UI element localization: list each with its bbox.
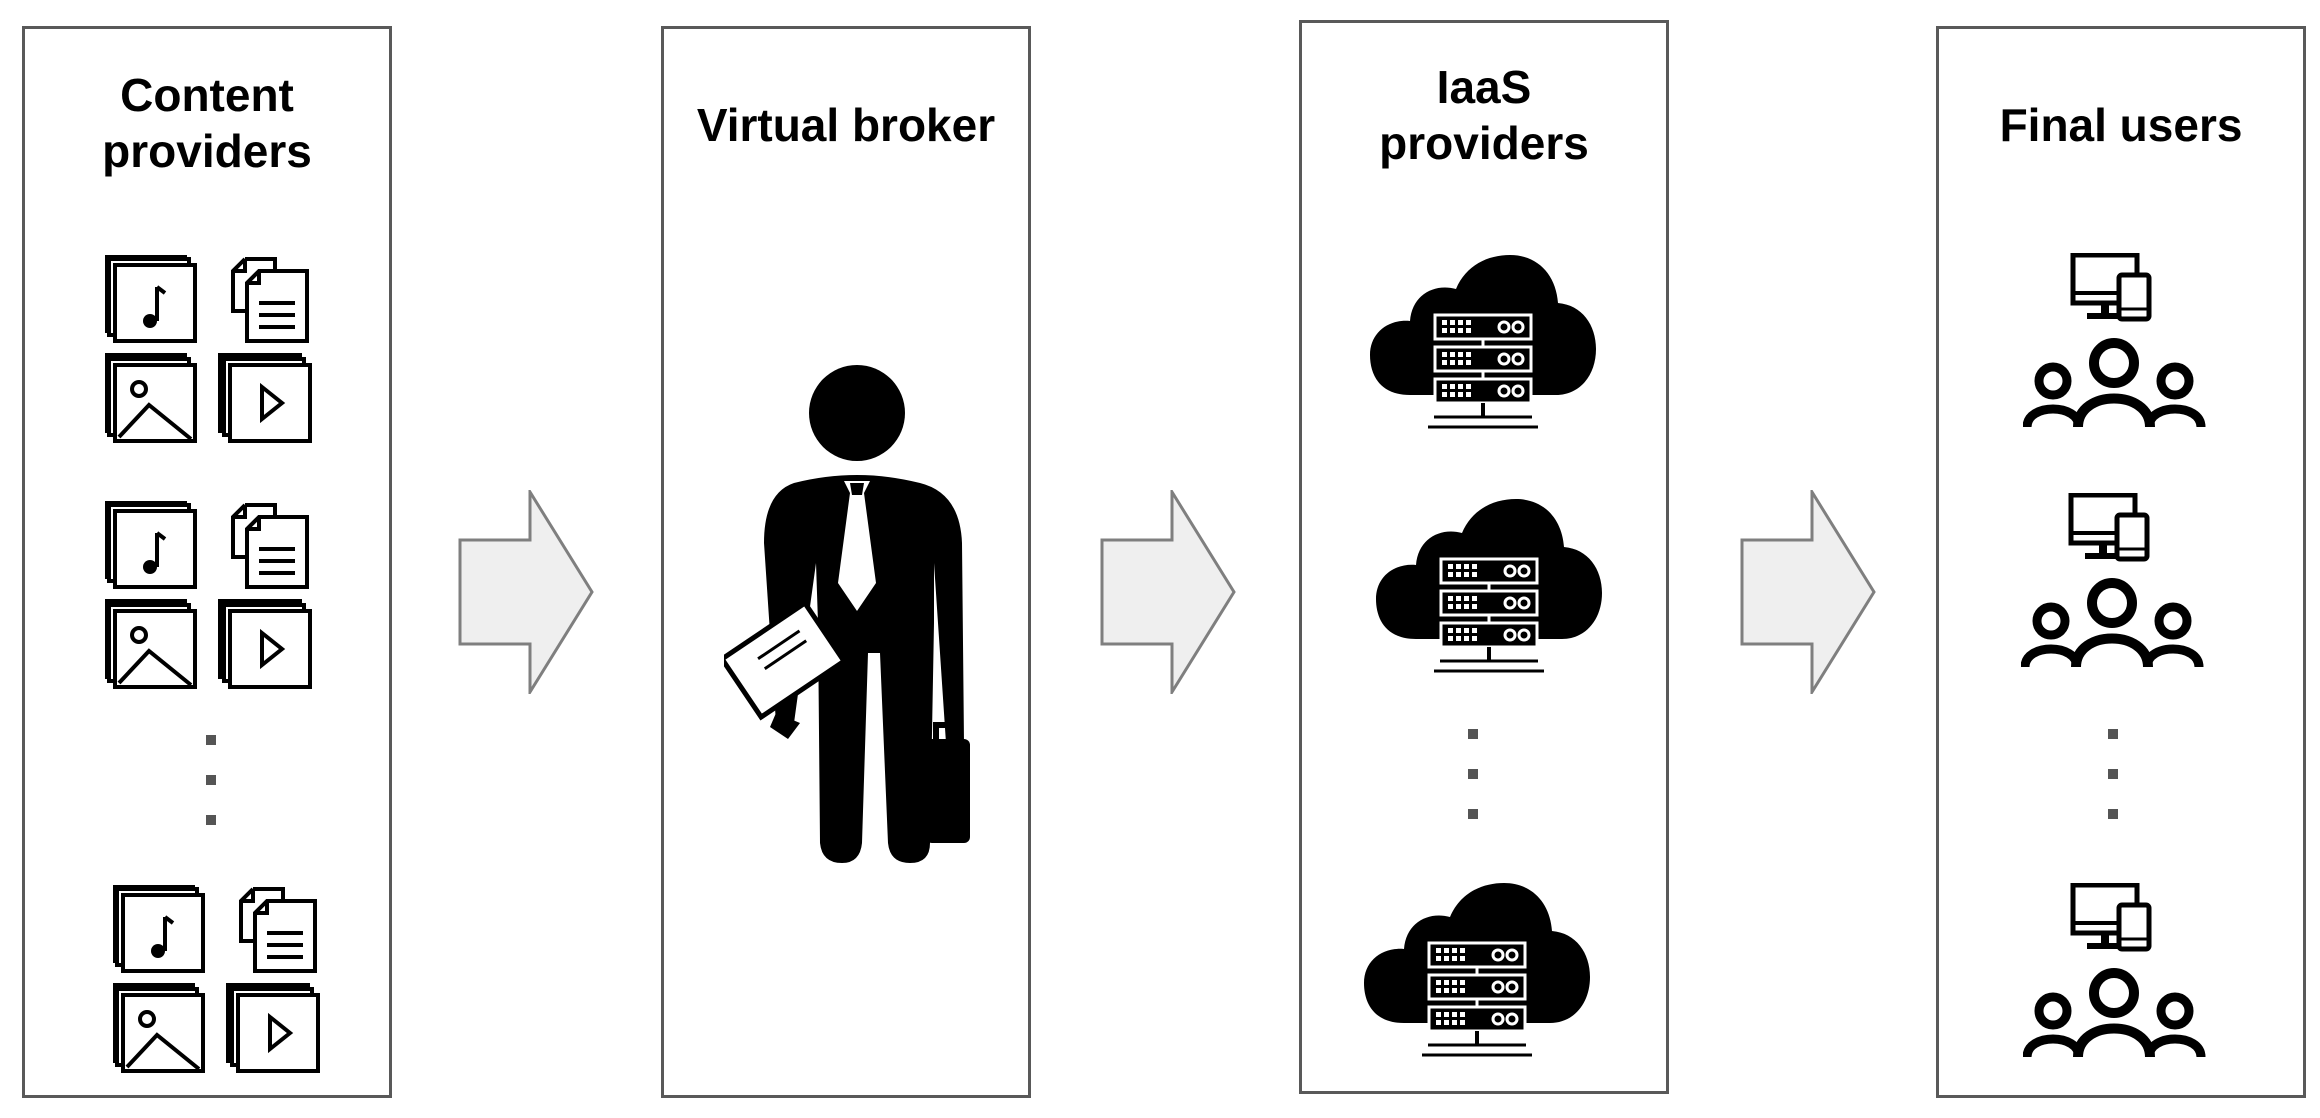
panel-final-users: Final users: [1936, 26, 2306, 1098]
cloud-server-icon: [1376, 499, 1602, 673]
businessman-icon: [724, 365, 970, 863]
title-line-content: Content: [120, 69, 294, 121]
user-group-devices-icon: [2021, 493, 2205, 675]
arrow-right-icon: [1740, 490, 1876, 694]
panel-title-content-providers: Content providers: [25, 67, 389, 179]
arrow-right-icon: [458, 490, 594, 694]
panel-virtual-broker: Virtual broker: [661, 26, 1031, 1098]
title-line-iaas: IaaS: [1436, 61, 1532, 113]
file-group-icon: [105, 255, 325, 455]
panel-title-iaas-providers: IaaS providers: [1302, 59, 1666, 171]
ellipsis-dots: [1468, 729, 1478, 849]
ellipsis-dots: [206, 735, 216, 855]
file-group-icon: [105, 501, 325, 701]
panel-title-final-users: Final users: [1999, 99, 2243, 151]
panel-title-virtual-broker: Virtual broker: [696, 99, 996, 151]
user-group-devices-icon: [2023, 883, 2207, 1065]
cloud-server-icon: [1370, 255, 1596, 429]
user-group-devices-icon: [2023, 253, 2207, 435]
panel-iaas-providers: IaaS providers: [1299, 20, 1669, 1094]
title-line-providers: providers: [102, 125, 312, 177]
arrow-right-icon: [1100, 490, 1236, 694]
title-line-providers: providers: [1379, 117, 1589, 169]
file-group-icon: [113, 885, 333, 1085]
ellipsis-dots: [2108, 729, 2118, 849]
cloud-server-icon: [1364, 883, 1590, 1057]
panel-content-providers: Content providers: [22, 26, 392, 1098]
